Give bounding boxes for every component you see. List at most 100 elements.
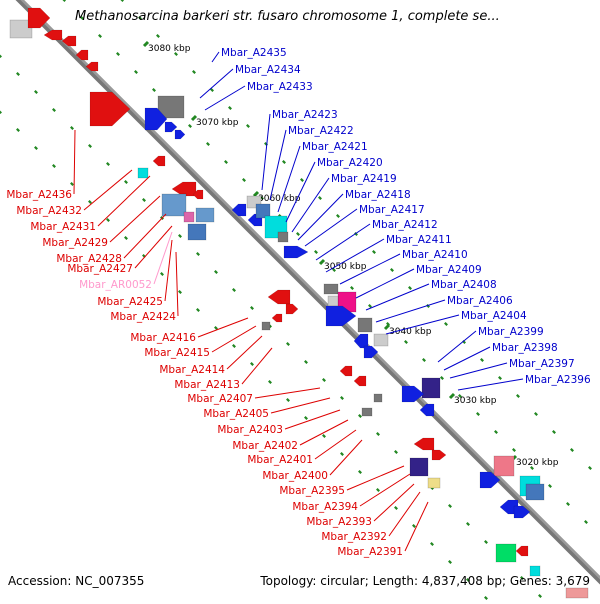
gene-feature[interactable] bbox=[285, 303, 299, 315]
gene-feature[interactable] bbox=[431, 449, 447, 461]
gene-label-forward[interactable]: Mbar_A2399 bbox=[478, 326, 544, 338]
gene-label-reverse[interactable]: Mbar_A2403 bbox=[217, 424, 283, 436]
gene-feature[interactable] bbox=[43, 29, 63, 41]
gene-feature[interactable] bbox=[61, 35, 77, 47]
gene-label-forward[interactable]: Mbar_A2409 bbox=[416, 264, 482, 276]
gene-feature[interactable] bbox=[413, 437, 435, 451]
gene-label-reverse[interactable]: Mbar_A2400 bbox=[262, 470, 328, 482]
gene-feature[interactable] bbox=[427, 477, 441, 489]
gene-label-forward[interactable]: Mbar_A2396 bbox=[525, 374, 591, 386]
gene-feature[interactable] bbox=[513, 505, 531, 519]
gene-label-reverse[interactable]: Mbar_A2393 bbox=[306, 516, 372, 528]
gene-feature[interactable] bbox=[515, 545, 529, 557]
gene-label-reverse[interactable]: Mbar_A2414 bbox=[159, 364, 225, 376]
gene-feature[interactable] bbox=[327, 295, 339, 307]
gene-label-reverse[interactable]: Mbar_A2416 bbox=[130, 332, 196, 344]
gene-feature[interactable] bbox=[323, 283, 339, 295]
gene-feature[interactable] bbox=[373, 333, 389, 347]
gene-feature[interactable] bbox=[85, 61, 99, 72]
gene-label-reverse[interactable]: Mbar_A2429 bbox=[42, 237, 108, 249]
gene-feature[interactable] bbox=[339, 365, 353, 377]
gene-label-reverse[interactable]: Mbar_A2428 bbox=[56, 253, 122, 265]
gene-feature[interactable] bbox=[419, 403, 435, 417]
gene-feature[interactable] bbox=[409, 457, 429, 477]
gene-label-forward[interactable]: Mbar_A2411 bbox=[386, 234, 452, 246]
gene-feature[interactable] bbox=[261, 321, 271, 331]
gene-feature[interactable] bbox=[164, 121, 178, 133]
gene-feature[interactable] bbox=[195, 207, 215, 223]
gene-feature[interactable] bbox=[192, 189, 204, 200]
gene-feature[interactable] bbox=[529, 565, 541, 577]
gene-label-reverse[interactable]: Mbar_A2436 bbox=[6, 189, 72, 201]
gene-label-forward[interactable]: Mbar_A2404 bbox=[461, 310, 527, 322]
gene-feature[interactable] bbox=[144, 107, 168, 131]
gene-label-reverse[interactable]: Mbar_A2424 bbox=[110, 311, 176, 323]
gene-label-reverse[interactable]: Mbar_A2391 bbox=[337, 546, 403, 558]
gene-label-forward[interactable]: Mbar_A2419 bbox=[331, 173, 397, 185]
gene-feature[interactable] bbox=[152, 155, 166, 167]
gene-label-reverse[interactable]: Mbar_A2405 bbox=[203, 408, 269, 420]
gene-feature[interactable] bbox=[9, 19, 33, 39]
gene-label-reverse[interactable]: Mbar_A2425 bbox=[97, 296, 163, 308]
gene-feature[interactable] bbox=[157, 95, 185, 119]
gene-label-forward[interactable]: Mbar_A2434 bbox=[235, 64, 301, 76]
gene-label-reverse[interactable]: Mbar_A2427 bbox=[67, 263, 133, 275]
gene-label-forward[interactable]: Mbar_A2417 bbox=[359, 204, 425, 216]
gene-feature[interactable] bbox=[361, 407, 373, 417]
gene-label-reverse[interactable]: Mbar_A2415 bbox=[144, 347, 210, 359]
gene-feature[interactable] bbox=[75, 49, 89, 61]
gene-label-reverse[interactable]: Mbar_A2432 bbox=[16, 205, 82, 217]
gene-feature[interactable] bbox=[479, 471, 501, 489]
gene-label-reverse[interactable]: Mbar_A2395 bbox=[279, 485, 345, 497]
gene-feature[interactable] bbox=[267, 289, 291, 305]
gene-label-reverse[interactable]: Mbar_A2392 bbox=[321, 531, 387, 543]
gene-label-reverse[interactable]: Mbar_A2402 bbox=[232, 440, 298, 452]
gene-feature[interactable] bbox=[363, 345, 379, 359]
gene-label-reverse[interactable]: Mbar_A2413 bbox=[174, 379, 240, 391]
gene-feature[interactable] bbox=[325, 305, 357, 327]
gene-feature[interactable] bbox=[255, 203, 271, 219]
gene-label-forward[interactable]: Mbar_A2423 bbox=[272, 109, 338, 121]
gene-feature[interactable] bbox=[137, 167, 149, 179]
gene-feature[interactable] bbox=[525, 483, 545, 501]
gene-feature[interactable] bbox=[565, 587, 589, 599]
gene-label-reverse[interactable]: Mbar_A2401 bbox=[247, 454, 313, 466]
gene-label-forward[interactable]: Mbar_A2435 bbox=[221, 47, 287, 59]
gene-feature[interactable] bbox=[187, 223, 207, 241]
gene-label-forward[interactable]: Mbar_A2406 bbox=[447, 295, 513, 307]
gene-label-forward[interactable]: Mbar_A2422 bbox=[288, 125, 354, 137]
gene-label-reverse[interactable]: Mbar_A2394 bbox=[292, 501, 358, 513]
gene-feature[interactable] bbox=[373, 393, 383, 403]
gene-label-forward[interactable]: Mbar_A2398 bbox=[492, 342, 558, 354]
gene-feature[interactable] bbox=[271, 313, 283, 323]
gene-feature[interactable] bbox=[174, 129, 186, 140]
guide-dot bbox=[376, 432, 380, 436]
gene-feature[interactable] bbox=[89, 91, 131, 127]
gene-feature[interactable] bbox=[231, 203, 247, 217]
gene-feature[interactable] bbox=[357, 317, 373, 333]
rna-label-reverse[interactable]: Mbar_AR0052 bbox=[79, 279, 152, 291]
gene-label-reverse[interactable]: Mbar_A2407 bbox=[187, 393, 253, 405]
gene-feature[interactable] bbox=[495, 543, 517, 563]
gene-label-forward[interactable]: Mbar_A2412 bbox=[372, 219, 438, 231]
gene-feature[interactable] bbox=[27, 7, 51, 29]
gene-label-forward[interactable]: Mbar_A2410 bbox=[402, 249, 468, 261]
gene-label-forward[interactable]: Mbar_A2418 bbox=[345, 189, 411, 201]
gene-feature[interactable] bbox=[401, 385, 425, 403]
gene-label-reverse[interactable]: Mbar_A2431 bbox=[30, 221, 96, 233]
gene-feature[interactable] bbox=[277, 231, 289, 243]
gene-feature[interactable] bbox=[283, 245, 309, 259]
gene-label-forward[interactable]: Mbar_A2433 bbox=[247, 81, 313, 93]
gene-feature[interactable] bbox=[421, 377, 441, 399]
gene-feature[interactable] bbox=[353, 333, 369, 349]
gene-label-forward[interactable]: Mbar_A2420 bbox=[317, 157, 383, 169]
gene-label-forward[interactable]: Mbar_A2408 bbox=[431, 279, 497, 291]
gene-label-forward[interactable]: Mbar_A2397 bbox=[509, 358, 575, 370]
gene-feature[interactable] bbox=[183, 211, 195, 223]
gene-label-forward[interactable]: Mbar_A2421 bbox=[302, 141, 368, 153]
gene-feature[interactable] bbox=[353, 375, 367, 387]
gene-feature[interactable] bbox=[161, 193, 187, 217]
gene-feature[interactable] bbox=[493, 455, 515, 477]
